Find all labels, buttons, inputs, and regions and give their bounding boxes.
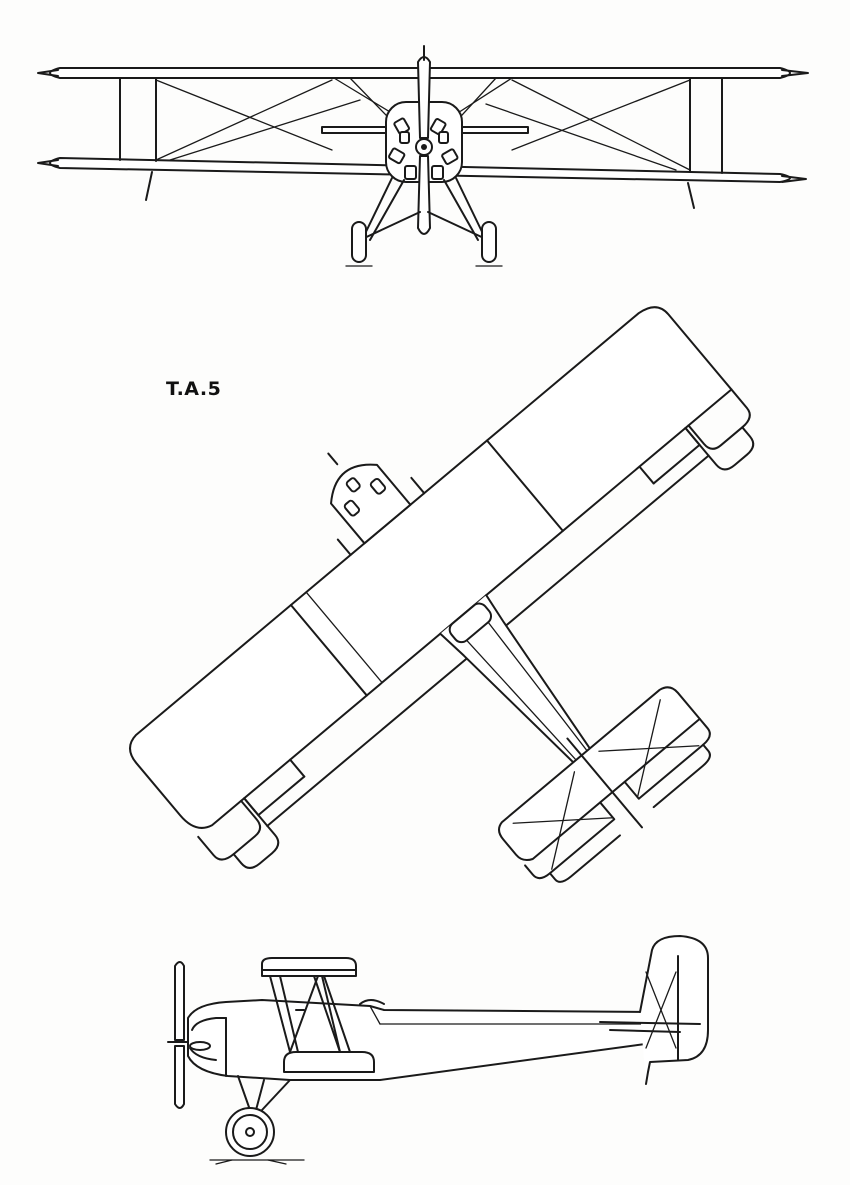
- side-upper-wing: [261, 957, 357, 977]
- front-view: [37, 45, 809, 267]
- plan-view: [129, 306, 755, 883]
- side-tail: [599, 935, 709, 1085]
- side-fuselage: [187, 999, 677, 1081]
- plan-tailplane: [498, 686, 711, 883]
- front-propeller: [417, 45, 431, 235]
- front-undercarriage: [345, 177, 503, 267]
- aircraft-designation-label: T.A.5: [166, 378, 222, 400]
- side-lower-wing: [283, 1051, 375, 1073]
- plan-engine: [327, 452, 426, 556]
- side-undercarriage: [209, 1075, 305, 1165]
- front-interplane-struts: [119, 77, 723, 209]
- side-view: [167, 935, 709, 1165]
- side-propeller: [167, 961, 191, 1109]
- side-struts: [269, 975, 351, 1053]
